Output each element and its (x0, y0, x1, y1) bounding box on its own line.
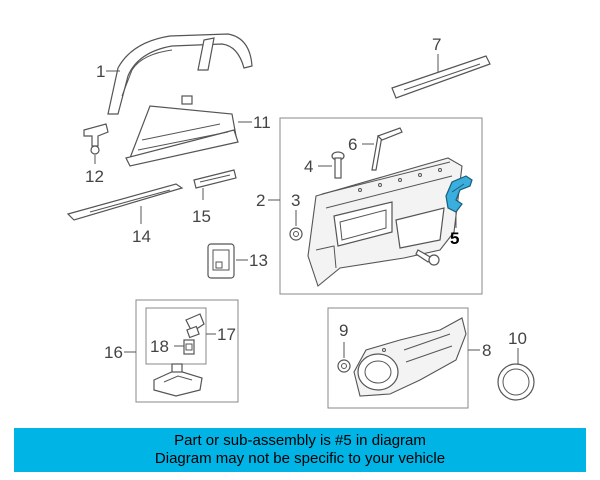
callout-18: 18 (150, 337, 169, 356)
callout-14: 14 (132, 227, 151, 246)
callout-10: 10 (508, 329, 527, 348)
callout-6: 6 (348, 135, 357, 154)
callout-4: 4 (304, 157, 313, 176)
callout-11: 11 (253, 113, 271, 132)
assembly-box-2 (279, 117, 483, 295)
banner-line-2: Diagram may not be specific to your vehi… (154, 450, 446, 467)
part-3-push-nut (289, 227, 303, 241)
callout-13: 13 (249, 251, 268, 270)
callout-7: 7 (432, 35, 441, 54)
callout-3: 3 (291, 191, 300, 210)
part-9-clip (337, 359, 351, 373)
part-11-sunshade (125, 95, 239, 167)
part-16-lamp-housing (153, 363, 203, 397)
callout-2: 2 (256, 191, 265, 210)
part-7-molding (391, 55, 491, 99)
part-1-window-trim (107, 33, 253, 115)
door-trim-panel (307, 157, 463, 287)
part-6-rod (371, 127, 403, 171)
panel-screw (415, 249, 440, 266)
assembly-box-8 (327, 307, 469, 409)
part-4-bolt (331, 151, 345, 179)
callout-5: 5 (450, 229, 459, 248)
part-14-sill-strip (66, 183, 184, 221)
assembly-box-16 (135, 299, 239, 403)
part-5-bracket-highlighted (445, 175, 473, 213)
part-15-trim-piece (193, 169, 237, 189)
part-10-ring (497, 363, 535, 401)
callout-12: 12 (85, 167, 104, 186)
part-13-switch (207, 243, 235, 279)
part-18-socket (183, 339, 195, 355)
callout-9: 9 (339, 321, 348, 340)
part-12-clip (83, 123, 109, 155)
callout-15: 15 (192, 207, 211, 226)
callout-17: 17 (217, 325, 236, 344)
callout-16: 16 (104, 343, 123, 362)
banner-line-1: Part or sub-assembly is #5 in diagram (174, 432, 426, 449)
info-banner: Part or sub-assembly is #5 in diagram Di… (14, 428, 586, 472)
speaker-grille-panel (353, 317, 467, 397)
callout-8: 8 (482, 341, 491, 360)
part-17-bulb (185, 313, 205, 339)
callout-1: 1 (96, 62, 105, 81)
